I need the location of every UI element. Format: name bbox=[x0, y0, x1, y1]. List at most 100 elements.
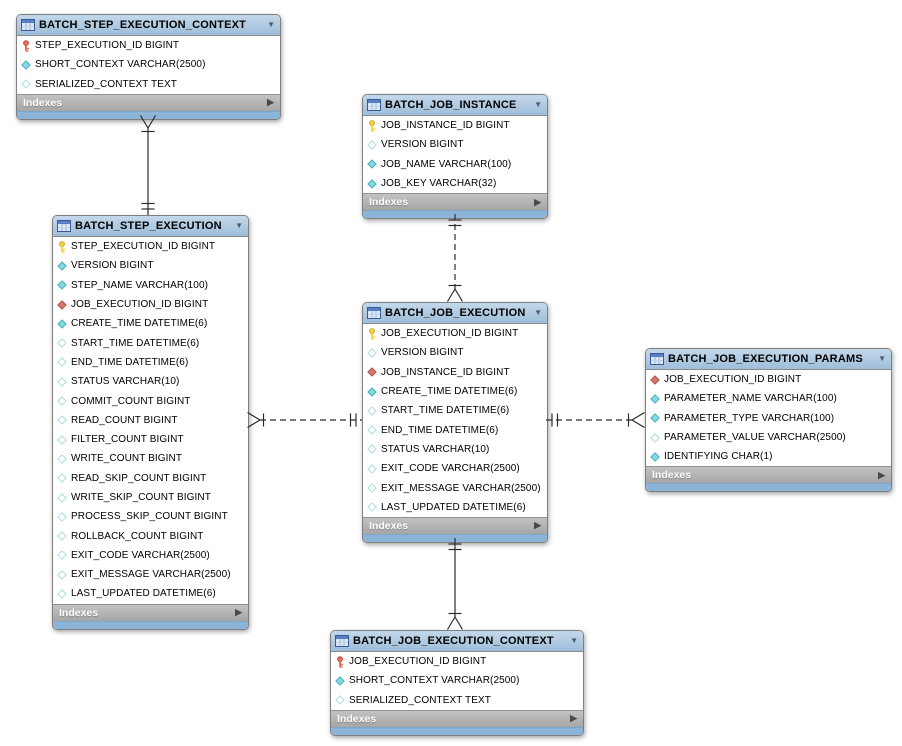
table-bottom-strip bbox=[363, 533, 547, 542]
diamond-filled-icon bbox=[650, 394, 660, 404]
column-row: PARAMETER_NAME VARCHAR(100) bbox=[646, 389, 891, 408]
column-row: SHORT_CONTEXT VARCHAR(2500) bbox=[17, 55, 280, 74]
column-definition: PARAMETER_VALUE VARCHAR(2500) bbox=[664, 432, 846, 444]
column-definition: EXIT_CODE VARCHAR(2500) bbox=[381, 463, 520, 475]
column-row: LAST_UPDATED DATETIME(6) bbox=[363, 498, 547, 517]
column-definition: JOB_NAME VARCHAR(100) bbox=[381, 158, 512, 170]
table-bottom-strip bbox=[331, 726, 583, 735]
diamond-red-icon bbox=[367, 367, 377, 378]
table-header[interactable]: BATCH_JOB_EXECUTION▼ bbox=[363, 303, 547, 324]
column-definition: WRITE_COUNT BIGINT bbox=[71, 453, 183, 465]
table-figure-batch_step_execution_context[interactable]: BATCH_STEP_EXECUTION_CONTEXT▼STEP_EXECUT… bbox=[16, 14, 281, 120]
indexes-section-bar[interactable]: Indexes▶ bbox=[17, 93, 280, 111]
column-row: START_TIME DATETIME(6) bbox=[53, 333, 248, 352]
expand-arrow-icon[interactable]: ▶ bbox=[878, 469, 885, 480]
relationship-connector-batch_job_execution-batch_job_execution_params[interactable] bbox=[546, 410, 645, 430]
table-figure-batch_job_execution[interactable]: BATCH_JOB_EXECUTION▼ JOB_EXECUTION_ID BIG… bbox=[362, 302, 548, 543]
diamond-outline-icon bbox=[57, 511, 67, 522]
relationship-connector-batch_job_instance-batch_job_execution[interactable] bbox=[445, 214, 465, 302]
column-definition: START_TIME DATETIME(6) bbox=[71, 337, 200, 349]
diamond-outline-icon bbox=[57, 492, 67, 503]
table-figure-batch_job_instance[interactable]: BATCH_JOB_INSTANCE▼JOB_INSTANCE_ID BIGIN… bbox=[362, 94, 548, 220]
column-definition: JOB_EXECUTION_ID BIGINT bbox=[664, 374, 802, 386]
column-definition: PARAMETER_TYPE VARCHAR(100) bbox=[664, 412, 835, 424]
chevron-down-icon[interactable]: ▼ bbox=[235, 221, 243, 230]
indexes-section-bar[interactable]: Indexes▶ bbox=[363, 193, 547, 211]
column-definition: END_TIME DATETIME(6) bbox=[381, 424, 499, 436]
column-definition: JOB_EXECUTION_ID BIGINT bbox=[381, 328, 519, 340]
column-row: PROCESS_SKIP_COUNT BIGINT bbox=[53, 507, 248, 526]
diamond-outline-icon bbox=[57, 357, 67, 368]
column-definition: END_TIME DATETIME(6) bbox=[71, 356, 189, 368]
diamond-outline-icon bbox=[57, 589, 67, 599]
indexes-section-bar[interactable]: Indexes▶ bbox=[331, 709, 583, 727]
table-icon bbox=[367, 99, 381, 111]
table-figure-batch_job_execution_params[interactable]: BATCH_JOB_EXECUTION_PARAMS▼ JOB_EXECUTION… bbox=[645, 348, 892, 493]
indexes-section-bar[interactable]: Indexes▶ bbox=[363, 516, 547, 534]
column-row: LAST_UPDATED DATETIME(6) bbox=[53, 584, 248, 603]
key-red-icon bbox=[21, 39, 31, 52]
column-definition: JOB_INSTANCE_ID BIGINT bbox=[381, 366, 510, 378]
table-header[interactable]: BATCH_STEP_EXECUTION_CONTEXT▼ bbox=[17, 15, 280, 36]
column-row: JOB_NAME VARCHAR(100) bbox=[363, 155, 547, 174]
table-header[interactable]: BATCH_JOB_INSTANCE ▼ bbox=[363, 95, 547, 116]
column-row: EXIT_MESSAGE VARCHAR(2500) bbox=[363, 478, 547, 497]
column-row: EXIT_CODE VARCHAR(2500) bbox=[363, 459, 547, 478]
chevron-down-icon[interactable]: ▼ bbox=[534, 308, 542, 317]
chevron-down-icon[interactable]: ▼ bbox=[267, 20, 275, 29]
column-definition: JOB_KEY VARCHAR(32) bbox=[381, 178, 497, 190]
relationship-connector-batch_job_execution-batch_job_execution_context[interactable] bbox=[445, 538, 465, 630]
column-row: IDENTIFYING CHAR(1) bbox=[646, 447, 891, 466]
diamond-outline-icon bbox=[57, 376, 67, 387]
diamond-outline-icon bbox=[21, 79, 31, 90]
diamond-filled-icon bbox=[335, 676, 345, 686]
table-header[interactable]: BATCH_JOB_EXECUTION_CONTEXT▼ bbox=[331, 631, 583, 652]
chevron-down-icon[interactable]: ▼ bbox=[570, 636, 578, 645]
diamond-filled-icon bbox=[57, 319, 67, 329]
diamond-outline-icon bbox=[367, 140, 377, 150]
diamond-filled-icon bbox=[650, 452, 660, 462]
table-header[interactable]: BATCH_JOB_EXECUTION_PARAMS▼ bbox=[646, 349, 891, 370]
column-definition: SERIALIZED_CONTEXT TEXT bbox=[35, 78, 177, 90]
diamond-filled-icon bbox=[57, 280, 67, 291]
relationship-connector-batch_job_execution-batch_step_execution[interactable] bbox=[247, 410, 362, 430]
expand-arrow-icon[interactable]: ▶ bbox=[534, 520, 541, 531]
table-title: BATCH_JOB_INSTANCE bbox=[385, 99, 517, 111]
column-definition: ROLLBACK_COUNT BIGINT bbox=[71, 530, 204, 542]
indexes-section-bar[interactable]: Indexes▶ bbox=[646, 466, 891, 484]
column-definition: EXIT_MESSAGE VARCHAR(2500) bbox=[381, 482, 541, 494]
table-bottom-strip bbox=[53, 620, 248, 629]
table-header[interactable]: BATCH_STEP_EXECUTION ▼ bbox=[53, 216, 248, 237]
table-icon bbox=[21, 19, 35, 31]
diamond-outline-icon bbox=[57, 454, 67, 464]
column-row: STEP_EXECUTION_ID BIGINT bbox=[17, 36, 280, 55]
column-definition: LAST_UPDATED DATETIME(6) bbox=[71, 588, 216, 600]
diamond-outline-icon bbox=[367, 444, 377, 455]
column-definition: PROCESS_SKIP_COUNT BIGINT bbox=[71, 511, 228, 523]
column-definition: READ_SKIP_COUNT BIGINT bbox=[71, 472, 207, 484]
relationship-connector-batch_step_execution-batch_step_execution_context[interactable] bbox=[138, 115, 158, 215]
column-definition: STATUS VARCHAR(10) bbox=[71, 376, 180, 388]
expand-arrow-icon[interactable]: ▶ bbox=[534, 196, 541, 207]
indexes-section-bar[interactable]: Indexes▶ bbox=[53, 603, 248, 621]
column-row: VERSION BIGINT bbox=[53, 256, 248, 275]
table-figure-batch_job_execution_context[interactable]: BATCH_JOB_EXECUTION_CONTEXT▼JOB_EXECUTIO… bbox=[330, 630, 584, 736]
table-figure-batch_step_execution[interactable]: BATCH_STEP_EXECUTION ▼ STEP_EXECUTION_ID B… bbox=[52, 215, 249, 630]
column-definition: WRITE_SKIP_COUNT BIGINT bbox=[71, 492, 211, 503]
column-row: SERIALIZED_CONTEXT TEXT bbox=[331, 691, 583, 710]
diamond-red-icon bbox=[57, 299, 67, 310]
column-definition: STEP_EXECUTION_ID BIGINT bbox=[71, 241, 216, 253]
table-title: BATCH_STEP_EXECUTION bbox=[75, 220, 222, 232]
chevron-down-icon[interactable]: ▼ bbox=[534, 100, 542, 109]
chevron-down-icon[interactable]: ▼ bbox=[878, 354, 886, 363]
column-row: EXIT_MESSAGE VARCHAR(2500) bbox=[53, 565, 248, 584]
diamond-outline-icon bbox=[367, 463, 377, 474]
diamond-red-icon bbox=[650, 374, 660, 385]
expand-arrow-icon[interactable]: ▶ bbox=[570, 713, 577, 724]
column-definition: STATUS VARCHAR(10) bbox=[381, 443, 490, 455]
diamond-outline-icon bbox=[57, 550, 67, 561]
expand-arrow-icon[interactable]: ▶ bbox=[267, 97, 274, 108]
expand-arrow-icon[interactable]: ▶ bbox=[235, 607, 242, 618]
column-definition: VERSION BIGINT bbox=[381, 139, 464, 151]
